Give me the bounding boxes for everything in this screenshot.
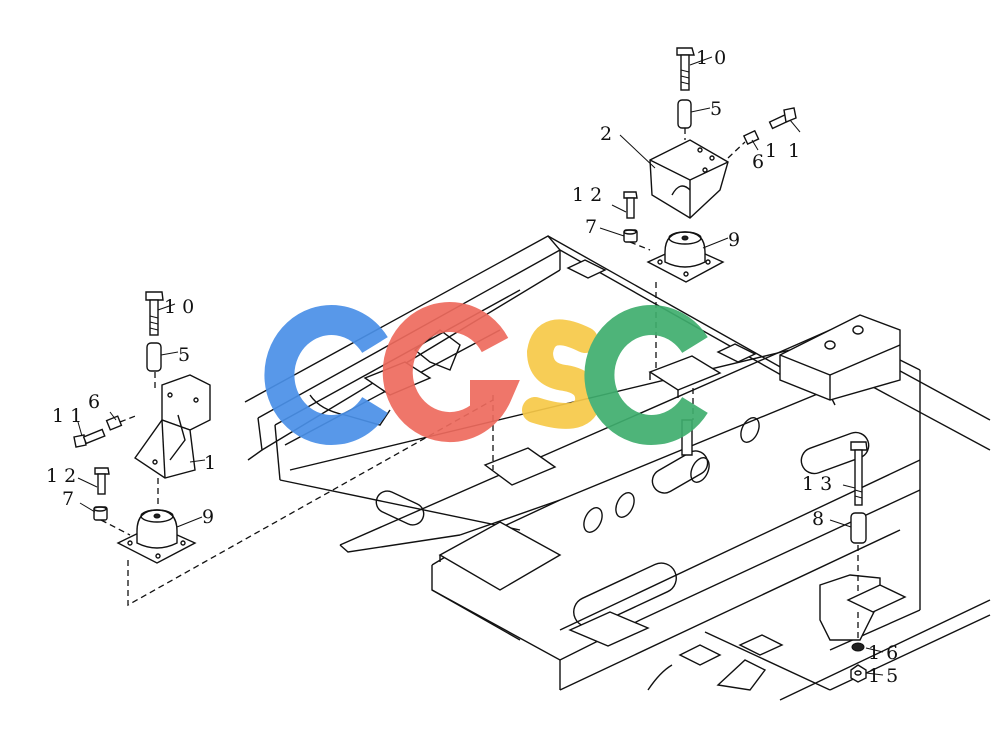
watermark-logo bbox=[264, 302, 708, 445]
bracket-2-right bbox=[649, 139, 729, 219]
label-7-right: 7 bbox=[585, 216, 597, 238]
label-5-left: 5 bbox=[178, 344, 190, 366]
watermark-letter-c2 bbox=[584, 305, 708, 445]
label-12-left: 1 2 bbox=[46, 465, 76, 487]
right-mount-assembly bbox=[623, 47, 797, 420]
bolt-13 bbox=[850, 441, 868, 506]
bolt-10-right bbox=[676, 47, 695, 91]
rubber-mount-9-left bbox=[116, 509, 197, 564]
label-10-right: 1 0 bbox=[696, 47, 726, 69]
bolt-11-left bbox=[73, 415, 123, 448]
label-12-right: 1 2 bbox=[572, 184, 602, 206]
washer-16 bbox=[851, 642, 865, 652]
bolt-10-left bbox=[145, 291, 164, 336]
label-11-right-b: 1 bbox=[788, 140, 800, 162]
label-9-left: 9 bbox=[202, 506, 214, 528]
sleeve-5-right bbox=[677, 99, 692, 129]
left-mount-assembly bbox=[73, 291, 494, 607]
label-7-left: 7 bbox=[62, 488, 74, 510]
sleeve-8 bbox=[850, 512, 867, 544]
label-2: 2 bbox=[600, 123, 612, 145]
rubber-mount-9-right bbox=[646, 231, 725, 283]
bolt-12-right bbox=[623, 191, 638, 243]
watermark-letter-s bbox=[522, 319, 602, 429]
lower-right-parts bbox=[850, 441, 868, 683]
label-11-left: 1 1 bbox=[52, 405, 82, 427]
sleeve-5-left bbox=[146, 342, 162, 372]
bolt-11-right bbox=[742, 107, 797, 145]
leader-lines bbox=[77, 56, 884, 676]
label-8: 8 bbox=[812, 508, 824, 530]
label-13: 1 3 bbox=[802, 473, 832, 495]
label-9-right: 9 bbox=[728, 229, 740, 251]
label-15: 1 5 bbox=[868, 665, 898, 687]
label-5-right: 5 bbox=[710, 98, 722, 120]
label-1-left: 1 bbox=[204, 452, 216, 474]
label-10-left: 1 0 bbox=[164, 296, 194, 318]
label-11-right-a: 1 bbox=[765, 140, 777, 162]
chassis-frame bbox=[244, 235, 991, 701]
nut-15 bbox=[850, 664, 867, 683]
watermark-letter-g bbox=[382, 302, 520, 443]
bolt-12-left bbox=[93, 467, 110, 521]
label-6-left: 6 bbox=[88, 391, 100, 413]
label-16: 1 6 bbox=[868, 642, 898, 664]
callout-labels: 1 0 5 2 6 1 1 1 2 7 9 1 0 5 6 1 1 1 1 2 … bbox=[46, 47, 898, 687]
label-6-right: 6 bbox=[752, 151, 764, 173]
bracket-1-left bbox=[134, 374, 211, 479]
watermark-letter-c1 bbox=[264, 305, 388, 445]
